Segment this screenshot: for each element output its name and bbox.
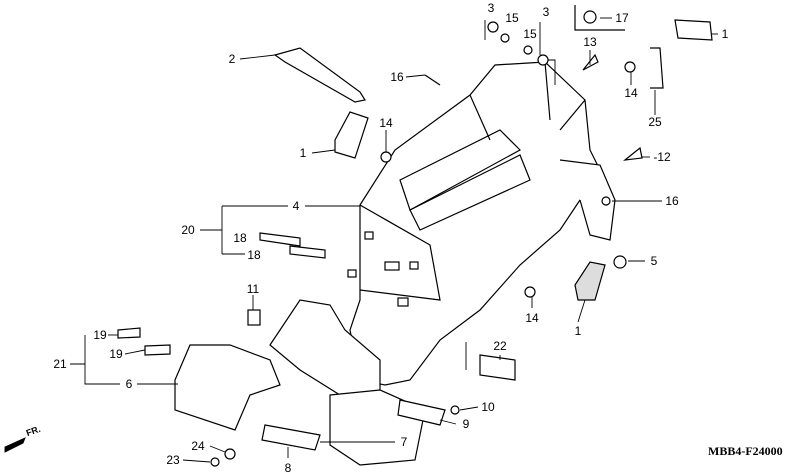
fasteners (117, 10, 664, 467)
callout-18: 18 (247, 248, 261, 262)
callout-23: 23 (166, 453, 180, 467)
callout-24: 24 (191, 439, 205, 453)
callout-15: 15 (523, 27, 537, 41)
band-2 (273, 47, 366, 103)
callout-15: 15 (505, 11, 519, 25)
callout-10: 10 (481, 400, 495, 414)
callout-8: 8 (284, 461, 292, 475)
reflector (674, 19, 713, 41)
callout-5: 5 (650, 254, 658, 268)
callout-4: 4 (292, 199, 300, 213)
rear-fender (347, 61, 616, 386)
callout-14: 14 (624, 86, 638, 100)
callout-14: 14 (379, 116, 393, 130)
mud-flap (329, 389, 426, 466)
callout-1: 1 (574, 324, 582, 338)
leader-lines (4, 17, 718, 463)
reflector (574, 261, 606, 301)
callout-1: 1 (721, 27, 729, 41)
callout-17: 17 (615, 11, 629, 25)
callout-14: 14 (525, 311, 539, 325)
callout-21: 21 (53, 357, 67, 371)
callout-6: 6 (125, 377, 133, 391)
callout-18: 18 (233, 231, 247, 245)
kit-bracket (574, 5, 625, 31)
callout-13: 13 (583, 35, 597, 49)
callout-20: 20 (181, 223, 195, 237)
callout-19: 19 (93, 328, 107, 342)
callout-1: 1 (299, 146, 307, 160)
callout-2: 2 (228, 52, 236, 66)
callout-9: 9 (462, 417, 470, 431)
callout-3: 3 (542, 5, 550, 19)
plate-9 (397, 399, 446, 426)
callout-16: 16 (390, 70, 404, 84)
callout-22: 22 (493, 339, 507, 353)
license-bracket (174, 344, 281, 431)
plate-8 (261, 424, 321, 451)
callout-3: 3 (487, 1, 495, 15)
callout-7: 7 (400, 435, 408, 449)
inner-fender (269, 299, 381, 396)
callout-16: 16 (665, 194, 679, 208)
callout-12: -12 (653, 150, 671, 164)
callout-19: 19 (109, 347, 123, 361)
callout-11: 11 (246, 282, 260, 296)
reflector (334, 111, 369, 159)
callout-25: 25 (648, 115, 662, 129)
diagram-code: MBB4-F24000 (708, 444, 783, 458)
